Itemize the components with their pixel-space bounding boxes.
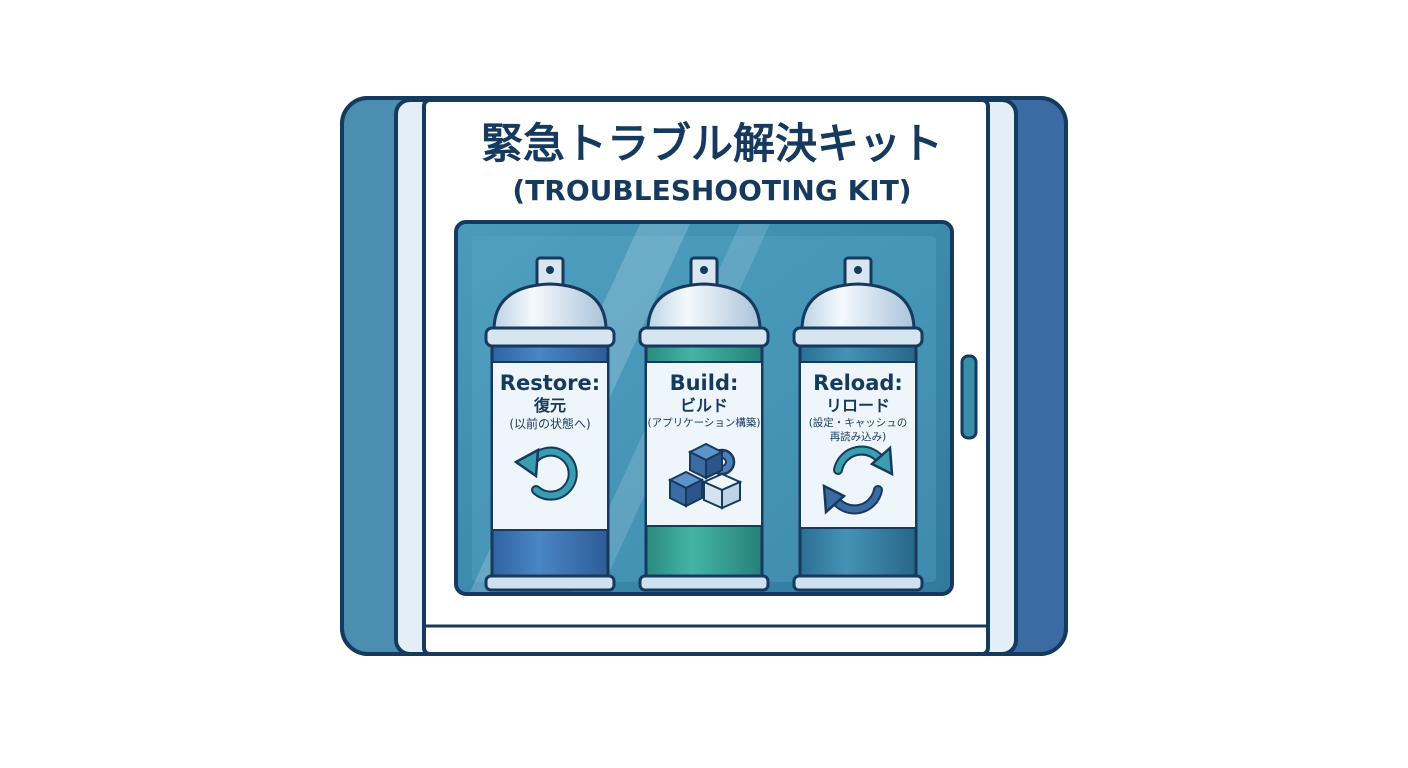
door-handle[interactable] — [960, 354, 978, 440]
can-desc: (以前の状態へ) — [509, 416, 590, 431]
spray-can-restore[interactable]: Restore: 復元 (以前の状態へ) — [484, 256, 616, 592]
can-label-reload — [799, 361, 917, 529]
can-sub: リロード — [826, 396, 890, 415]
can-desc-line1: (設定・キャッシュの — [809, 416, 908, 429]
undo-arrow-icon — [513, 446, 578, 501]
can-desc-line2: 再読み込み) — [830, 430, 887, 443]
can-name: Reload: — [813, 371, 903, 395]
can-sub: 復元 — [533, 396, 566, 415]
spray-can-reload[interactable]: Reload: リロード (設定・キャッシュの 再読み込み) — [792, 256, 924, 592]
spray-can-build[interactable]: Build: ビルド (アプリケーション構築) — [638, 256, 770, 592]
kit-title-jp: 緊急トラブル解決キット — [481, 119, 943, 168]
can-desc: (アプリケーション構築) — [648, 416, 761, 429]
can-name: Restore: — [500, 371, 600, 395]
can-label-restore — [491, 361, 609, 531]
can-sub: ビルド — [680, 396, 728, 415]
cubes-gear-icon — [667, 442, 743, 510]
can-name: Build: — [670, 371, 739, 395]
kit-title-en: (TROUBLESHOOTING KIT) — [512, 174, 911, 207]
refresh-cycle-icon — [822, 445, 894, 515]
